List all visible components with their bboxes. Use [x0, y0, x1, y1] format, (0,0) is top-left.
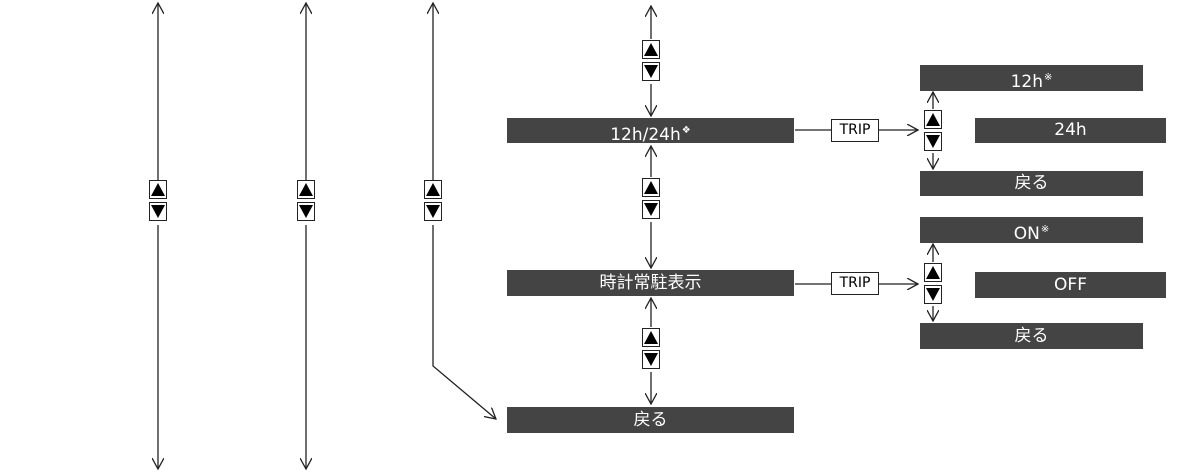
up-triangle-button-icon[interactable]	[924, 263, 942, 282]
main-back-menu-item[interactable]: 戻る	[507, 407, 794, 433]
up-triangle-button-icon[interactable]	[642, 40, 660, 59]
center-up-down-buttons-top	[642, 40, 660, 82]
trip-button-clock-format[interactable]: TRIP	[831, 119, 879, 142]
clock-format-mark: ❖	[681, 125, 691, 136]
center-up-down-buttons-middle	[642, 178, 660, 220]
up-triangle-button-icon[interactable]	[642, 178, 660, 197]
option-12h-label: 12h	[1010, 72, 1043, 92]
option-12h[interactable]: 12h※	[920, 65, 1143, 92]
trip-button-label: TRIP	[839, 275, 871, 291]
trip-button-label: TRIP	[839, 122, 871, 138]
submenu-1-up-down-buttons	[924, 110, 942, 152]
option-on-mark: ※	[1040, 224, 1050, 235]
clock-format-menu-item[interactable]: 12h/24h❖	[507, 118, 794, 145]
down-triangle-button-icon[interactable]	[642, 350, 660, 369]
center-up-down-buttons-bottom	[642, 328, 660, 370]
down-triangle-button-icon[interactable]	[297, 202, 315, 221]
clock-display-menu-item[interactable]: 時計常駐表示	[507, 270, 794, 296]
up-triangle-button-icon[interactable]	[424, 180, 442, 199]
option-24h[interactable]: 24h	[975, 118, 1166, 143]
clock-format-label: 12h/24h	[610, 125, 681, 145]
column-1-up-down-buttons	[149, 180, 167, 222]
up-triangle-button-icon[interactable]	[149, 180, 167, 199]
column-2-up-down-buttons	[297, 180, 315, 222]
down-triangle-button-icon[interactable]	[642, 62, 660, 81]
up-triangle-button-icon[interactable]	[642, 328, 660, 347]
submenu-2-up-down-buttons	[924, 263, 942, 305]
column-3-up-down-buttons	[424, 180, 442, 222]
option-off[interactable]: OFF	[975, 272, 1166, 298]
clock-display-back-label: 戻る	[1014, 326, 1049, 346]
down-triangle-button-icon[interactable]	[924, 285, 942, 304]
column-3-arrow-to-back	[432, 225, 496, 419]
main-back-label: 戻る	[633, 410, 668, 430]
clock-display-back-option[interactable]: 戻る	[920, 323, 1143, 349]
clock-format-back-label: 戻る	[1014, 173, 1049, 193]
down-triangle-button-icon[interactable]	[149, 202, 167, 221]
down-triangle-button-icon[interactable]	[642, 200, 660, 219]
down-triangle-button-icon[interactable]	[424, 202, 442, 221]
down-triangle-button-icon[interactable]	[924, 132, 942, 151]
up-triangle-button-icon[interactable]	[924, 110, 942, 129]
clock-format-back-option[interactable]: 戻る	[920, 171, 1143, 196]
option-on-label: ON	[1013, 224, 1040, 244]
up-triangle-button-icon[interactable]	[297, 180, 315, 199]
option-off-label: OFF	[1054, 275, 1087, 295]
trip-button-clock-display[interactable]: TRIP	[831, 272, 879, 295]
option-on[interactable]: ON※	[920, 217, 1143, 244]
option-24h-label: 24h	[1054, 120, 1087, 140]
option-12h-mark: ※	[1044, 72, 1053, 83]
clock-display-label: 時計常駐表示	[599, 273, 702, 293]
